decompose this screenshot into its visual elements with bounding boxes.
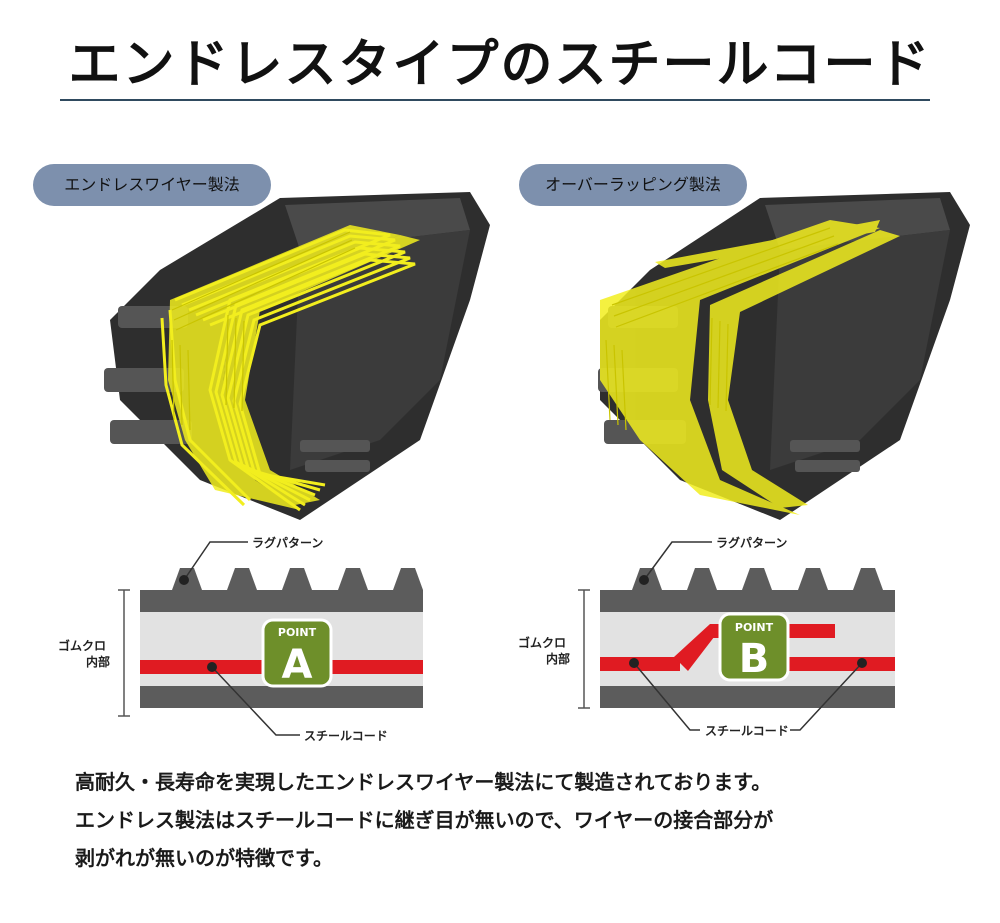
point-a-label: POINT (278, 626, 317, 639)
right-rubber-top (600, 590, 895, 612)
left-rubber-top (140, 590, 423, 612)
left-track-inner (290, 230, 470, 470)
page-title: エンドレスタイプのスチールコード (68, 35, 932, 95)
right-cord-marker-right (857, 658, 867, 668)
point-b-letter: B (739, 636, 770, 682)
left-rubber-label-1: ゴムクロ (58, 638, 106, 653)
point-b-label: POINT (735, 621, 774, 634)
right-rubber-label-2: 内部 (546, 651, 570, 666)
left-lug-marker (179, 575, 189, 585)
point-a-letter: A (282, 642, 313, 688)
point-b-badge (718, 612, 790, 682)
right-rubber-bottom (600, 686, 895, 708)
right-lug-pattern (632, 568, 883, 590)
left-rubber-bottom (140, 686, 423, 708)
left-lug-label: ラグパターン (252, 535, 323, 550)
right-rubber-bracket (578, 589, 590, 709)
right-cord-bands (600, 220, 900, 515)
right-leader-lines (633, 541, 863, 731)
left-leader-lines (183, 541, 300, 736)
right-lug-marker (639, 575, 649, 585)
right-track-inner (770, 230, 950, 470)
left-cord-strands (171, 231, 356, 431)
left-lug-pattern (172, 568, 423, 590)
description-line: エンドレス製法はスチールコードに継ぎ目が無いので、ワイヤーの接合部分が (75, 808, 774, 832)
description-line: 剥がれが無いのが特徴です。 (75, 846, 333, 870)
point-a-badge (261, 618, 333, 688)
left-rubber-bracket (118, 589, 130, 717)
left-method-badge: エンドレスワイヤー製法 (33, 164, 271, 206)
description-text: 高耐久・長寿命を実現したエンドレスワイヤー製法にて製造されております。 エンドレ… (75, 763, 955, 877)
left-cord-marker (207, 662, 217, 672)
right-cord-strands (605, 227, 839, 431)
left-cord-label: スチールコード (304, 729, 388, 743)
left-rubber-label-2: 内部 (86, 654, 110, 669)
right-lug-label: ラグパターン (716, 535, 787, 550)
right-cord-label: スチールコード (705, 724, 789, 738)
right-method-badge: オーバーラッピング製法 (519, 164, 747, 206)
description-line: 高耐久・長寿命を実現したエンドレスワイヤー製法にて製造されております。 (75, 770, 772, 794)
right-cord-marker-left (629, 658, 639, 668)
title-divider (60, 99, 930, 101)
right-rubber-label-1: ゴムクロ (518, 635, 566, 650)
